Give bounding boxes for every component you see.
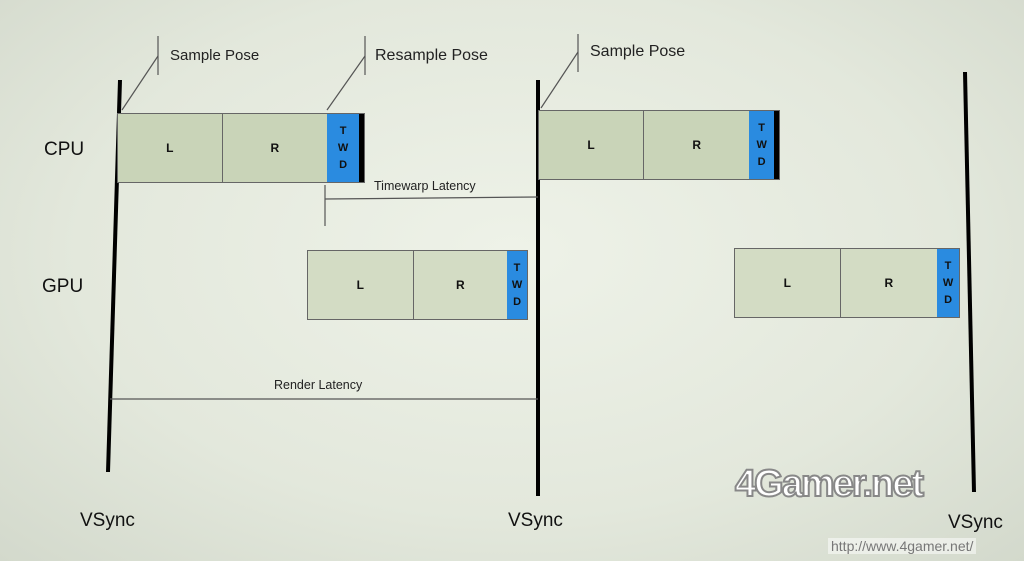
right-eye-segment: R [840, 249, 938, 317]
timewarp-latency-label: Timewarp Latency [374, 179, 476, 193]
left-eye-segment: L [735, 249, 841, 317]
right-eye-segment: R [413, 251, 508, 319]
sample-pose-label-2: Sample Pose [590, 43, 686, 60]
right-eye-segment: R [222, 114, 328, 182]
timewarp-latency-arrow [324, 196, 539, 200]
sample-pose-label: Sample Pose [170, 47, 260, 64]
cpu-label: CPU [44, 139, 85, 160]
render-latency-label: Render Latency [274, 378, 363, 392]
gpu-label: GPU [42, 276, 84, 297]
watermark-url: http://www.4gamer.net/ [828, 538, 977, 554]
resample-pose-pointer [326, 55, 366, 111]
sample-pose-pointer [121, 55, 159, 111]
vsync-label-1: VSync [80, 510, 135, 531]
resample-pose-label: Resample Pose [375, 47, 488, 64]
left-eye-segment: L [118, 114, 223, 182]
right-eye-segment: R [644, 111, 750, 179]
left-eye-segment: L [308, 251, 414, 319]
frame-end-marker [774, 111, 779, 179]
left-eye-segment: L [539, 111, 645, 179]
vsync-label-2: VSync [508, 510, 563, 531]
sample-pose-pointer-2 [540, 51, 579, 109]
watermark-logo: 4Gamer.net [734, 462, 925, 506]
vsync-label-3: VSync [948, 512, 1003, 533]
vsync-line-3 [963, 71, 976, 493]
frame-end-marker [359, 114, 365, 182]
